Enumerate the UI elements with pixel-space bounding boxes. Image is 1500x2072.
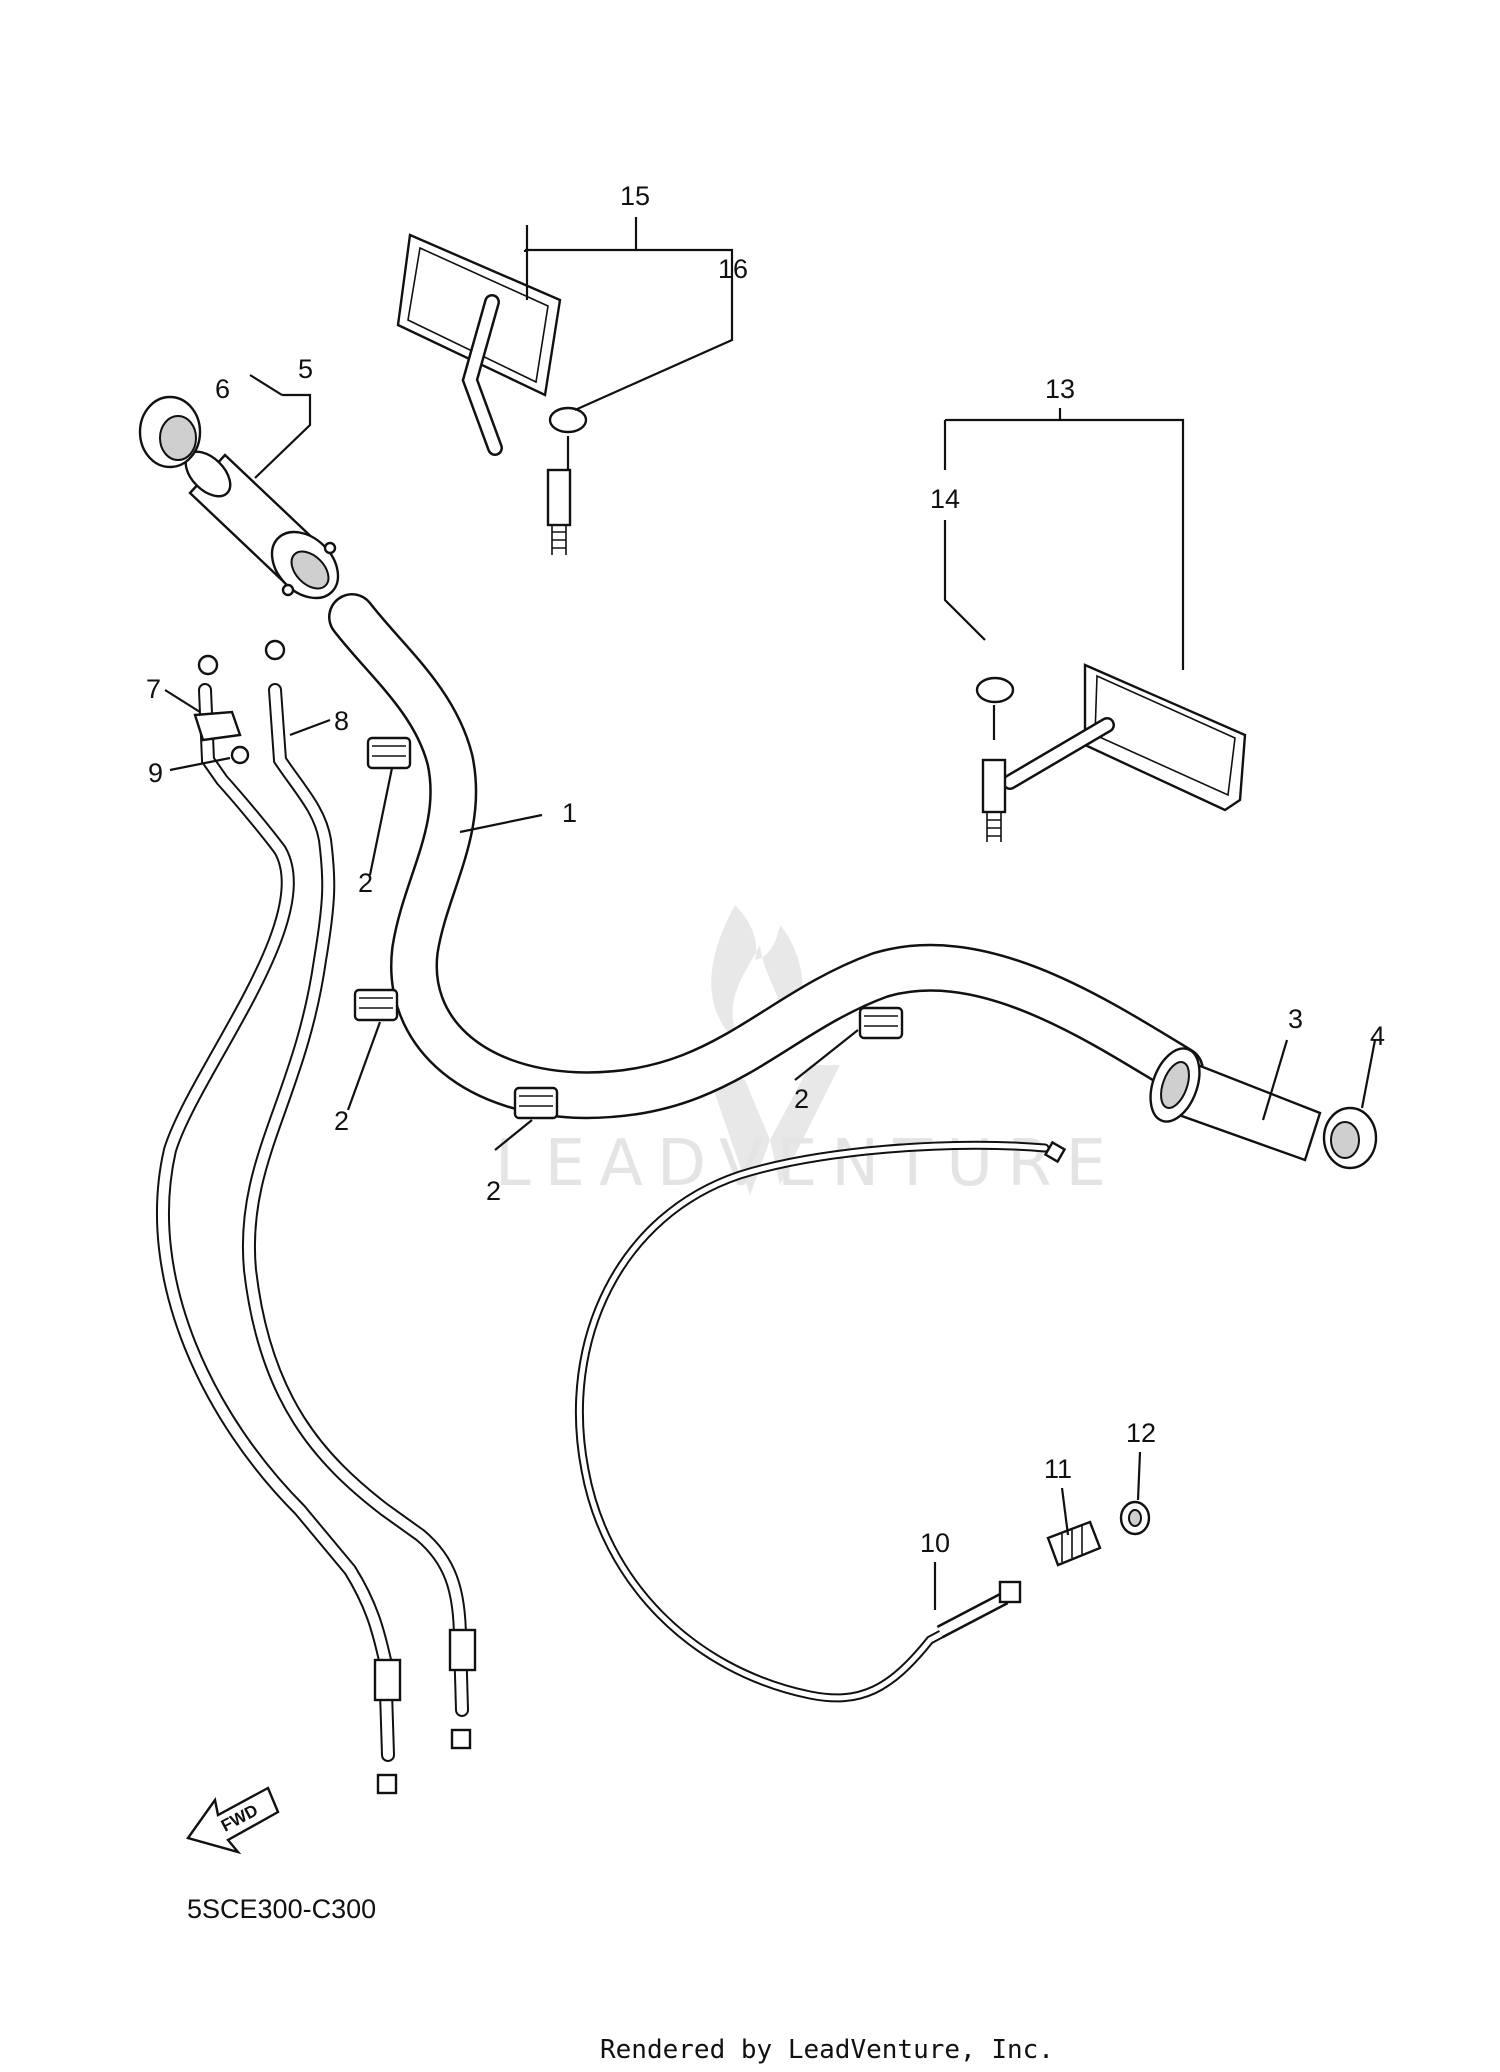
lock-nut: [1119, 1500, 1151, 1536]
callout-16: 16: [718, 254, 748, 284]
handlebar: [328, 593, 1204, 1120]
callout-4: 4: [1370, 1021, 1385, 1051]
callout-2: 2: [794, 1084, 809, 1114]
diagram-id: 5SCE300-C300: [187, 1894, 376, 1924]
throttle-cables: [156, 639, 477, 1795]
fwd-arrow-icon: FWD: [186, 1786, 280, 1855]
wire-holder-3: [513, 1086, 559, 1120]
callout-1: 1: [562, 798, 577, 828]
right-grip: [1149, 1047, 1322, 1162]
wire-holder-1: [366, 736, 412, 770]
left-mirror: [396, 233, 572, 555]
callout-6: 6: [215, 374, 230, 404]
left-grip-end: [138, 395, 202, 469]
cable-adjuster-bolt: [1046, 1520, 1102, 1567]
callout-2: 2: [486, 1176, 501, 1206]
callout-7: 7: [146, 674, 161, 704]
callout-2: 2: [334, 1106, 349, 1136]
right-grip-end: [1322, 1106, 1378, 1170]
callouts: 1 2 2 2 2 3 4 5 6 7 8 9 10 11 12 13 14 1…: [146, 181, 1385, 1558]
callout-14: 14: [930, 484, 960, 514]
left-grip: [184, 450, 340, 600]
wire-holder-4: [858, 1006, 904, 1040]
watermark-brand: LEADVENTURE: [495, 1127, 1120, 1201]
callout-12: 12: [1126, 1418, 1156, 1448]
callout-8: 8: [334, 706, 349, 736]
clutch-cable: [574, 1140, 1067, 1703]
wire-holder-2: [353, 988, 399, 1022]
leadventure-logo-icon: [705, 905, 840, 1195]
right-mirror-cap: [975, 676, 1015, 704]
left-mirror-cap: [548, 406, 588, 434]
callout-10: 10: [920, 1528, 950, 1558]
callout-5: 5: [298, 354, 313, 384]
callout-11: 11: [1044, 1454, 1072, 1484]
footer-credit: Rendered by LeadVenture, Inc.: [600, 2035, 1054, 2065]
clutch-cable-adjuster: [998, 1580, 1022, 1604]
callout-3: 3: [1288, 1004, 1303, 1034]
callout-13: 13: [1045, 374, 1075, 404]
right-mirror: [981, 663, 1247, 842]
callout-9: 9: [148, 758, 163, 788]
callout-2: 2: [358, 868, 373, 898]
callout-15: 15: [620, 181, 650, 211]
leader-lines: [164, 217, 1377, 1610]
